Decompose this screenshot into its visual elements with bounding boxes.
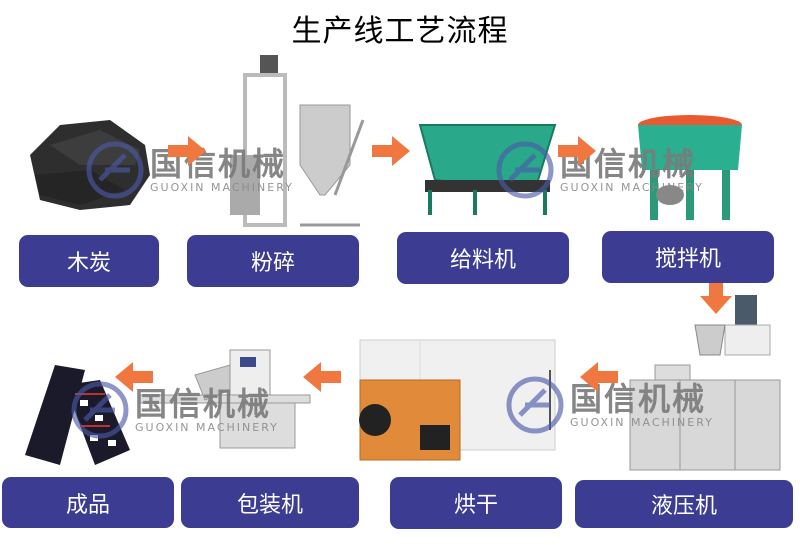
arrow-left-icon <box>580 362 618 392</box>
hydraulic-press-image <box>629 295 781 471</box>
dryer-image <box>359 339 556 461</box>
feeder-image <box>418 124 557 215</box>
logo-icon <box>86 141 144 199</box>
arrow-left-icon <box>115 362 153 392</box>
arrow-left-icon <box>303 362 341 392</box>
page-title: 生产线工艺流程 <box>291 14 509 49</box>
logo-icon <box>496 141 554 199</box>
arrow-right-icon <box>168 136 206 166</box>
arrow-down-icon <box>700 278 732 314</box>
step-crusher-label: 粉碎 <box>187 235 359 287</box>
arrow-right-icon <box>372 136 410 166</box>
step-mixer-label: 搅拌机 <box>602 231 774 283</box>
step-finished-product-label: 成品 <box>2 477 174 528</box>
step-charcoal-label: 木炭 <box>19 235 159 287</box>
finished-product-image <box>25 365 130 465</box>
logo-icon <box>506 376 564 434</box>
crusher-image <box>230 55 365 227</box>
step-dryer-label: 烘干 <box>390 477 562 529</box>
step-packing-machine-label: 包装机 <box>181 477 359 528</box>
step-feeder-label: 给料机 <box>397 232 569 284</box>
arrow-right-icon <box>558 136 596 166</box>
logo-icon <box>71 381 129 439</box>
step-hydraulic-press-label: 液压机 <box>575 480 793 528</box>
mixer-image <box>638 115 742 220</box>
packing-machine-image <box>139 349 311 449</box>
